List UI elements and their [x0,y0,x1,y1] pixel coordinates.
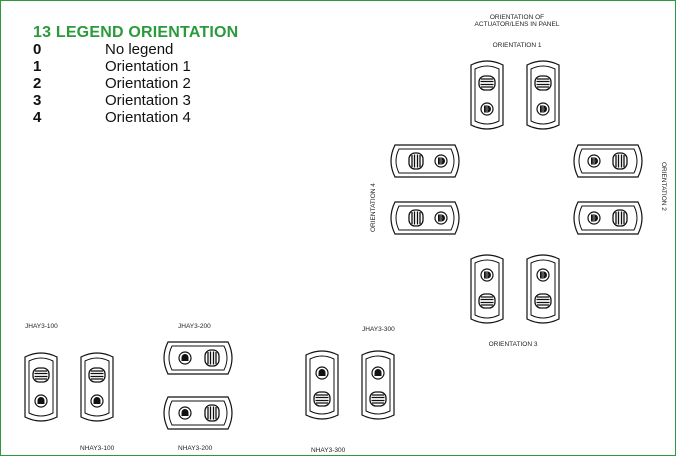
model-label-nhay3-100: NHAY3-100 [80,445,115,452]
model-label-jhay3-200: JHAY3-200 [178,323,211,330]
panel-heading-line1: ORIENTATION OF [489,14,545,21]
legend-label: Orientation 4 [105,109,191,126]
switch-orientation-4-a [390,144,460,178]
switch-orientation-2-b [573,201,643,235]
switch-jhay3-200 [163,341,233,375]
orientation-1-label: ORIENTATION 1 [492,42,542,49]
legend-code: 3 [33,92,42,109]
switch-nhay3-100 [80,352,114,422]
legend-label: Orientation 2 [105,75,191,92]
model-label-jhay3-100: JHAY3-100 [25,323,58,330]
switch-orientation-1-b [526,60,560,130]
switch-orientation-4-b [390,201,460,235]
switch-jhay3-100 [24,352,58,422]
model-label-nhay3-300: NHAY3-300 [311,447,346,454]
legend-label: Orientation 1 [105,58,191,75]
model-label-nhay3-200: NHAY3-200 [178,445,213,452]
switch-orientation-3-a [470,254,504,324]
legend-code: 1 [33,58,42,75]
legend-label: Orientation 3 [105,92,191,109]
model-label-jhay3-300: JHAY3-300 [362,326,395,333]
switch-nhay3-200 [163,396,233,430]
legend-code: 2 [33,75,42,92]
orientation-3-label: ORIENTATION 3 [488,341,538,348]
switch-nhay3-300 [305,350,339,420]
switch-orientation-1-a [470,60,504,130]
switch-orientation-2-a [573,144,643,178]
panel-heading-line2: ACTUATOR/LENS IN PANEL [474,21,560,28]
switch-jhay3-300 [361,350,395,420]
section-title: 13 LEGEND ORIENTATION [33,24,239,41]
legend-code: 0 [33,41,42,58]
legend-code: 4 [33,109,42,126]
switch-orientation-3-b [526,254,560,324]
legend-label: No legend [105,41,174,58]
